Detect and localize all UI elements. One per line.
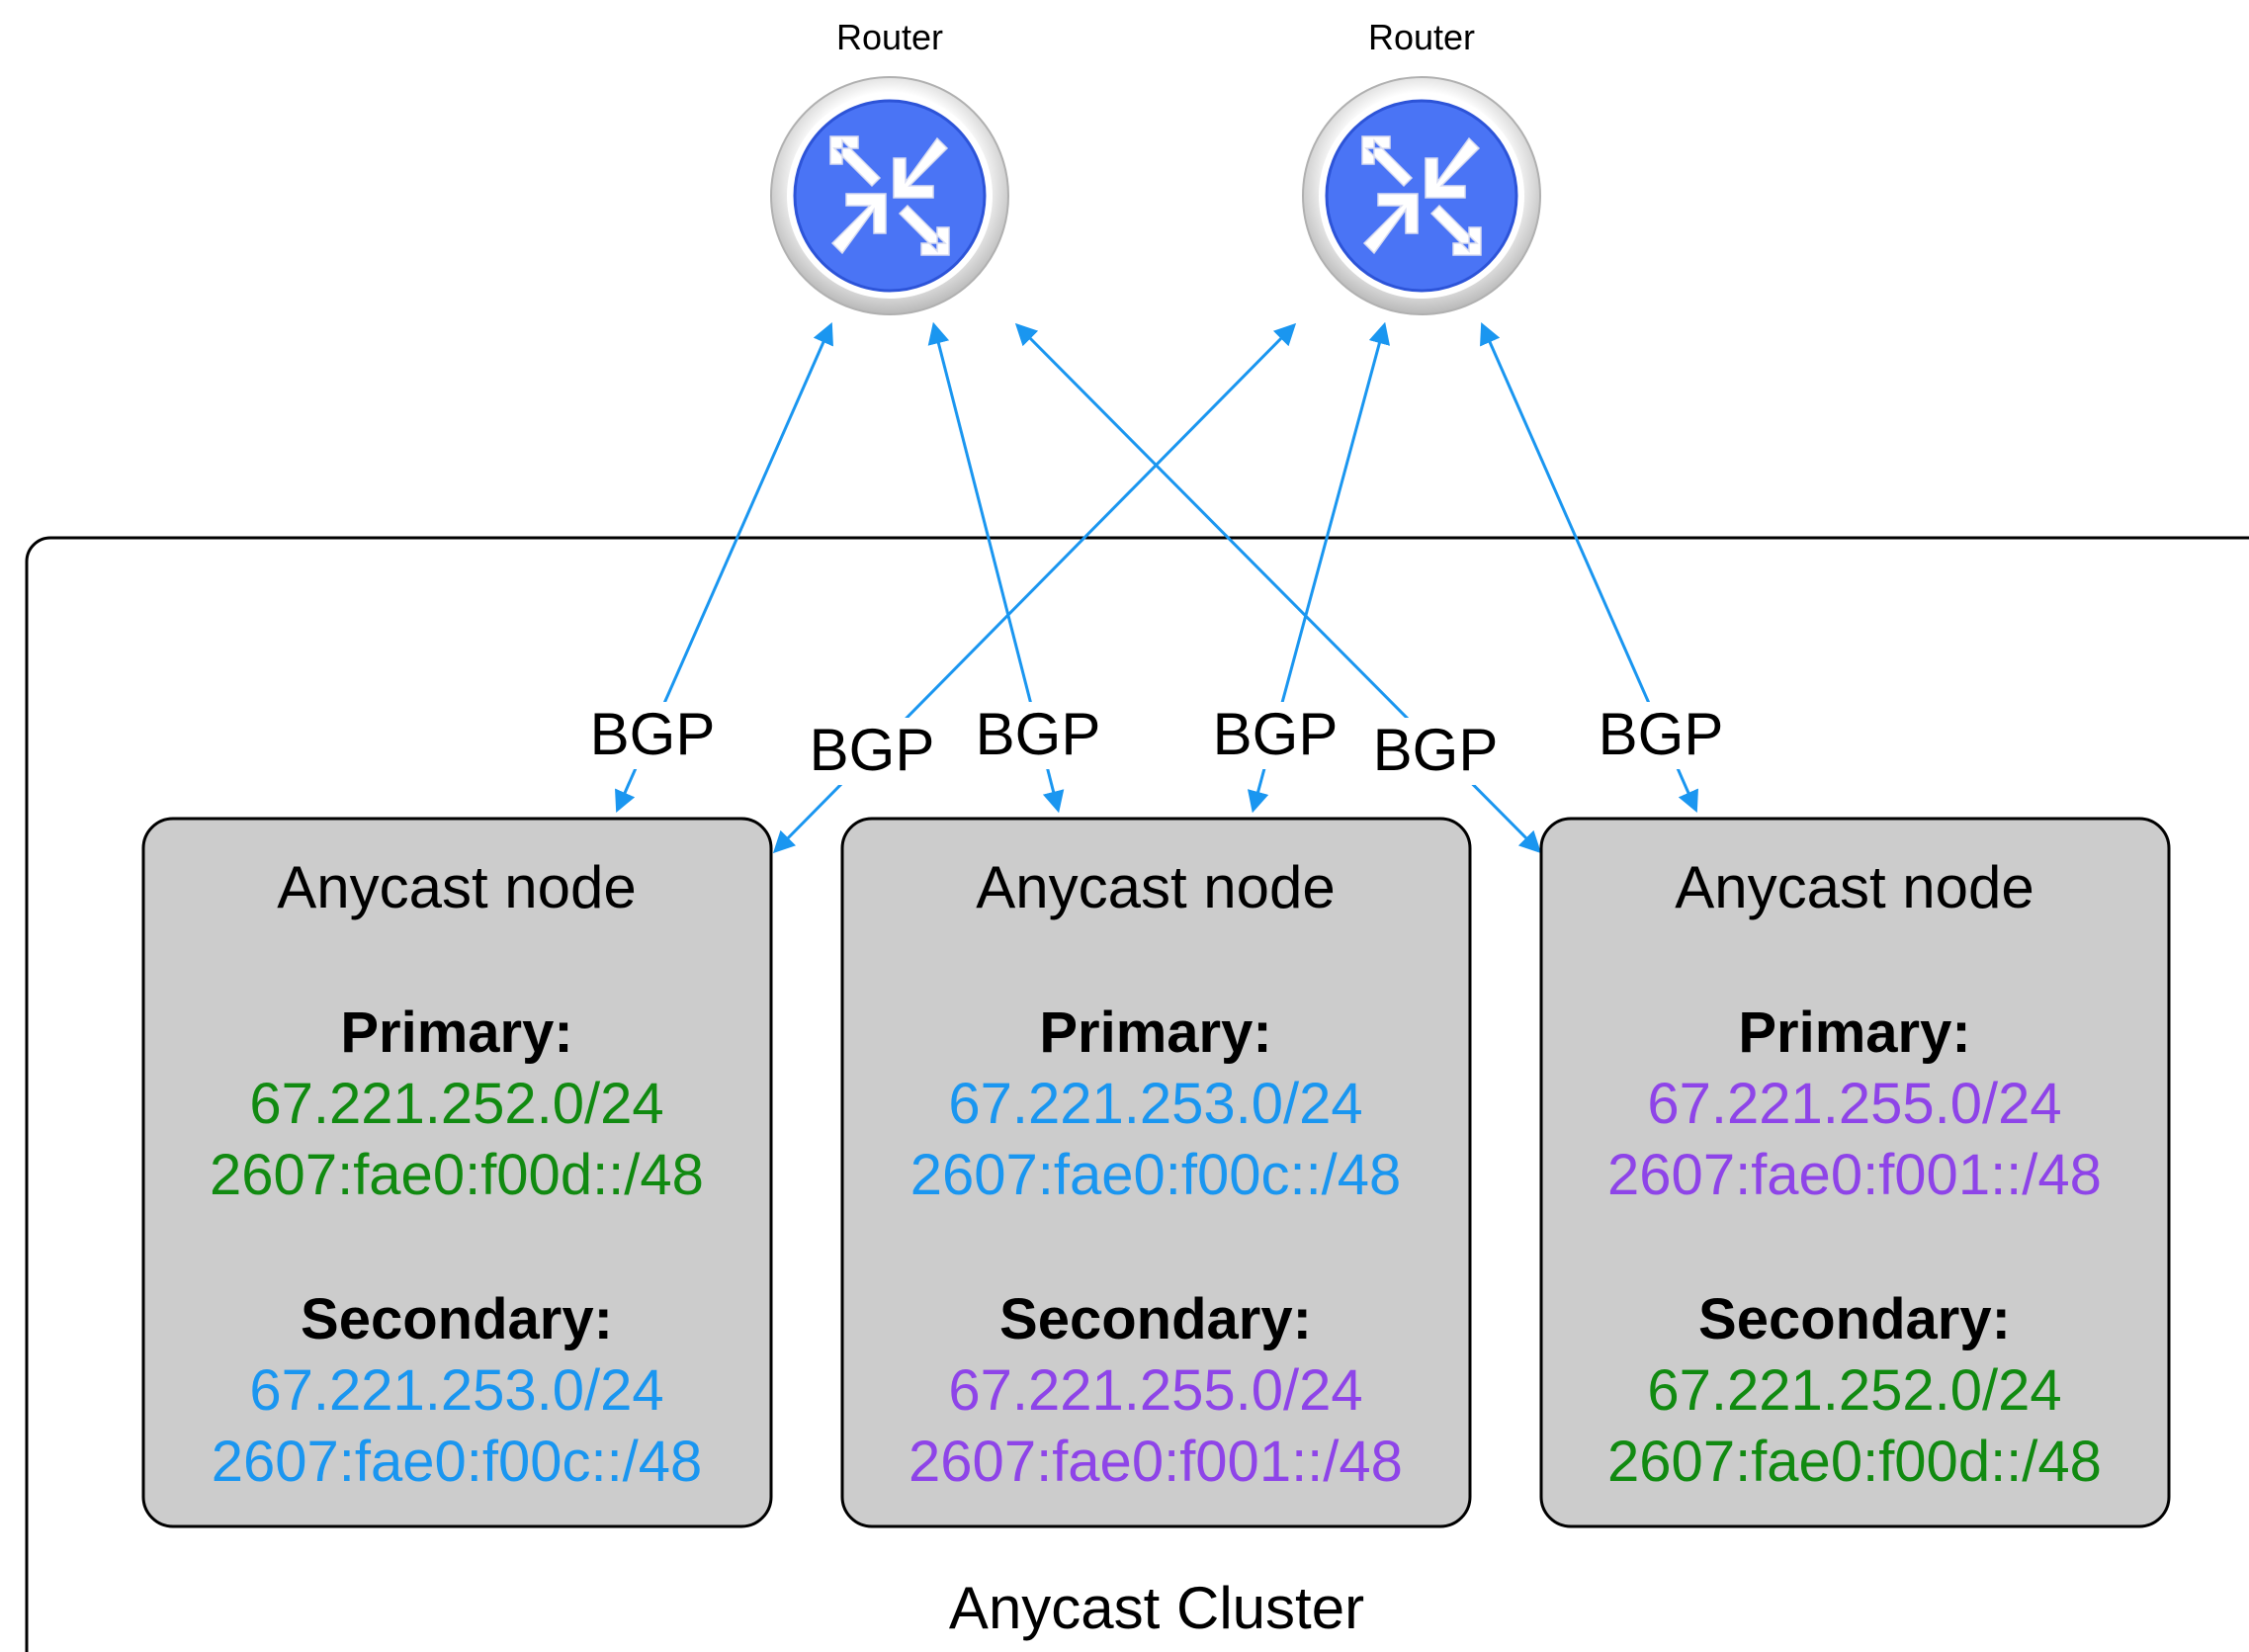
bgp-label: BGP [1213, 701, 1339, 767]
router-1: Router [770, 17, 1009, 315]
primary-ipv4: 67.221.253.0/24 [948, 1072, 1362, 1136]
primary-ipv4: 67.221.252.0/24 [249, 1072, 663, 1136]
router-label: Router [836, 17, 943, 57]
secondary-ipv4: 67.221.253.0/24 [249, 1358, 663, 1423]
anycast-node: Anycast node Primary: 67.221.252.0/24 26… [141, 817, 773, 1528]
router-2: Router [1302, 17, 1541, 315]
primary-heading: Primary: [1738, 1000, 1970, 1065]
primary-heading: Primary: [1039, 1000, 1271, 1065]
secondary-ipv6: 2607:fae0:f00d::/48 [1607, 1430, 2102, 1494]
bgp-links [615, 321, 1698, 854]
primary-ipv6: 2607:fae0:f00c::/48 [910, 1143, 1402, 1207]
secondary-ipv4: 67.221.252.0/24 [1647, 1358, 2061, 1423]
bgp-label: BGP [590, 701, 716, 767]
secondary-heading: Secondary: [999, 1287, 1312, 1351]
secondary-heading: Secondary: [1698, 1287, 2011, 1351]
secondary-heading: Secondary: [301, 1287, 613, 1351]
bgp-label: BGP [1599, 701, 1724, 767]
node-title: Anycast node [1675, 854, 2034, 920]
bgp-label: BGP [976, 701, 1101, 767]
primary-ipv6: 2607:fae0:f00d::/48 [210, 1143, 704, 1207]
anycast-node: Anycast node Primary: 67.221.255.0/24 26… [1539, 817, 2171, 1528]
secondary-ipv4: 67.221.255.0/24 [948, 1358, 1362, 1423]
primary-ipv4: 67.221.255.0/24 [1647, 1072, 2061, 1136]
secondary-ipv6: 2607:fae0:f001::/48 [908, 1430, 1403, 1494]
node-box [840, 817, 1472, 1528]
node-box [1539, 817, 2171, 1528]
primary-ipv6: 2607:fae0:f001::/48 [1607, 1143, 2102, 1207]
bgp-label: BGP [810, 717, 935, 783]
node-box [141, 817, 773, 1528]
router-icon [1302, 76, 1541, 315]
cluster-label: Anycast Cluster [949, 1575, 1364, 1641]
anycast-node: Anycast node Primary: 67.221.253.0/24 26… [840, 817, 1472, 1528]
primary-heading: Primary: [340, 1000, 572, 1065]
router-icon [770, 76, 1009, 315]
node-title: Anycast node [277, 854, 637, 920]
node-title: Anycast node [976, 854, 1336, 920]
bgp-label: BGP [1373, 717, 1499, 783]
router-label: Router [1368, 17, 1475, 57]
secondary-ipv6: 2607:fae0:f00c::/48 [212, 1430, 703, 1494]
